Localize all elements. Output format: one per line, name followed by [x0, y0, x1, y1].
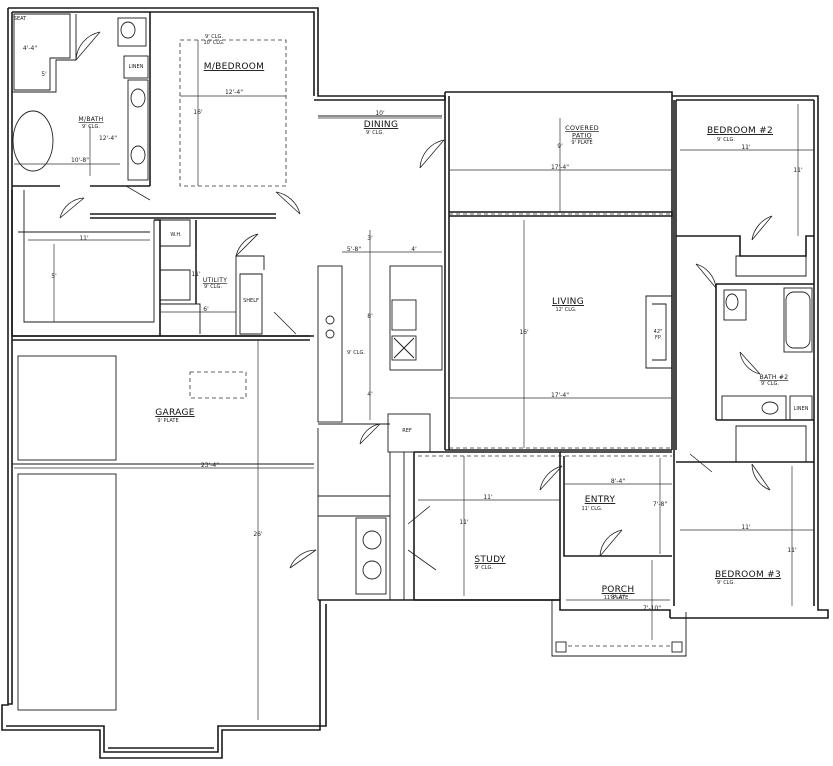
dim-bed3-depth: 11'	[787, 547, 797, 554]
master-suite	[11, 12, 310, 337]
ceiling-garage: 9' PLATE	[157, 418, 178, 424]
bathtub	[12, 110, 54, 172]
label-porch: PORCH	[602, 585, 635, 595]
sink-b2	[761, 401, 779, 415]
text-line: 42"	[654, 329, 663, 335]
dim-mbed-width: 12'-4"	[225, 89, 243, 96]
label-study: STUDY	[474, 555, 505, 565]
dimension-lines	[14, 40, 814, 640]
patio-living	[444, 96, 677, 451]
label-linen-mb: LINEN	[129, 64, 144, 70]
garage	[12, 335, 314, 720]
dim-bed3-width: 11'	[741, 524, 751, 531]
label-bedroom-3: BEDROOM #3	[715, 570, 781, 580]
label-entry: ENTRY	[585, 495, 616, 505]
fixture-labels: SEAT LINEN LINEN SHELF REF 42"FP W.H.	[14, 16, 809, 434]
text-line: FP	[655, 335, 661, 341]
label-master-bedroom: M/BEDROOM	[204, 62, 264, 72]
dimension-labels: 12'-4" 16' 10'-8" 12'-4" 4'-4" 5' 11' 5'…	[23, 45, 803, 612]
label-garage: GARAGE	[155, 408, 194, 418]
dim-entry-depth: 7'-8"	[653, 501, 667, 508]
dim-utility-w: 6'	[203, 306, 209, 313]
dim-kitchen-left: 5'-8"	[347, 246, 361, 253]
label-living: LIVING	[552, 297, 584, 307]
dim-garage-depth: 26'	[253, 531, 263, 538]
bedroom-wing	[676, 215, 814, 491]
label-master-bath: M/BATH	[79, 116, 104, 123]
dim-shower-width: 4'-4"	[23, 45, 37, 52]
dim-shower-depth: 5'	[41, 71, 47, 78]
ceiling-bedroom-2: 9' CLG.	[717, 137, 735, 143]
sink-2	[130, 145, 146, 165]
ceiling-dining: 9' CLG.	[366, 130, 384, 136]
label-fireplace: 42"FP	[654, 329, 663, 341]
front-rooms	[414, 451, 687, 657]
ceiling-bedroom-3: 9' CLG.	[717, 580, 735, 586]
ceiling-utility: 9' CLG.	[204, 284, 222, 290]
ceiling-entry: 11' CLG.	[581, 506, 602, 512]
ceiling-kitchen: 9' CLG.	[347, 350, 365, 356]
dim-kitchen-right: 4'	[411, 246, 417, 253]
label-seat: SEAT	[14, 16, 27, 22]
dim-patio-width: 17'-4"	[551, 164, 569, 171]
dim-kitchen-a: 3'	[367, 235, 373, 242]
ceiling-master-bedroom: 9' CLG.10' CLG.	[203, 34, 224, 46]
dim-dining-width: 10'	[375, 110, 385, 117]
room-labels: M/BEDROOM 9' CLG.10' CLG. M/BATH 9' CLG.…	[79, 34, 789, 601]
exterior-walls	[1, 7, 829, 759]
dim-kitchen-c: 4'	[367, 391, 373, 398]
dim-porch-width: 8'-4"	[611, 594, 625, 601]
toilet-mb	[120, 21, 136, 39]
toilet-b2	[725, 293, 739, 311]
label-bath-2: BATH #2	[760, 374, 789, 381]
dim-living-width: 17'-4"	[551, 392, 569, 399]
dim-mbath-width: 10'-8"	[71, 157, 89, 164]
label-utility: UTILITY	[203, 277, 227, 284]
dim-mbath-depth: 12'-4"	[99, 135, 117, 142]
dim-utility-h: 11'	[191, 271, 201, 278]
text-line: PATIO	[572, 131, 592, 139]
dim-living-depth: 16'	[519, 329, 529, 336]
label-linen-b2: LINEN	[794, 406, 809, 412]
ceiling-study: 9' CLG.	[475, 565, 493, 571]
ceiling-master-bedroom-text: 9' CLG.10' CLG.	[203, 34, 224, 46]
ceiling-porch: 11' PLATE	[604, 595, 629, 601]
ceiling-living: 12' CLG.	[555, 307, 576, 313]
sink-1	[130, 88, 146, 108]
dim-closet-width: 11'	[79, 235, 89, 242]
ceiling-covered-patio: 9' PLATE	[571, 140, 592, 146]
bathtub-2	[785, 291, 811, 349]
text-line: 9' CLG.	[205, 34, 223, 40]
dim-bed2-depth: 11'	[793, 167, 803, 174]
dim-kitchen-b: 8'	[367, 313, 373, 320]
dim-porch-depth: 7'-10"	[643, 605, 661, 612]
text-line: COVERED	[565, 124, 599, 132]
label-ref: REF	[402, 428, 412, 434]
label-wh: W.H.	[170, 232, 182, 238]
ceiling-master-bath: 9' CLG.	[82, 124, 100, 130]
dim-entry-width: 8'-4"	[611, 478, 625, 485]
label-bedroom-2: BEDROOM #2	[707, 126, 773, 136]
dim-study-depth: 11'	[459, 519, 469, 526]
dim-closet-depth: 5'	[51, 273, 57, 280]
dining-kitchen	[289, 92, 446, 600]
ceiling-bath-2: 9' CLG.	[761, 381, 779, 387]
dim-patio-depth: 9'	[557, 143, 563, 150]
dim-bed2-width: 11'	[741, 144, 751, 151]
label-shelf: SHELF	[243, 298, 259, 304]
dim-garage-width: 23'-4"	[201, 462, 219, 469]
label-dining: DINING	[364, 120, 398, 130]
dim-mbed-depth: 16'	[193, 109, 203, 116]
text-line: 10' CLG.	[203, 40, 224, 46]
dim-study-width: 11'	[483, 494, 493, 501]
